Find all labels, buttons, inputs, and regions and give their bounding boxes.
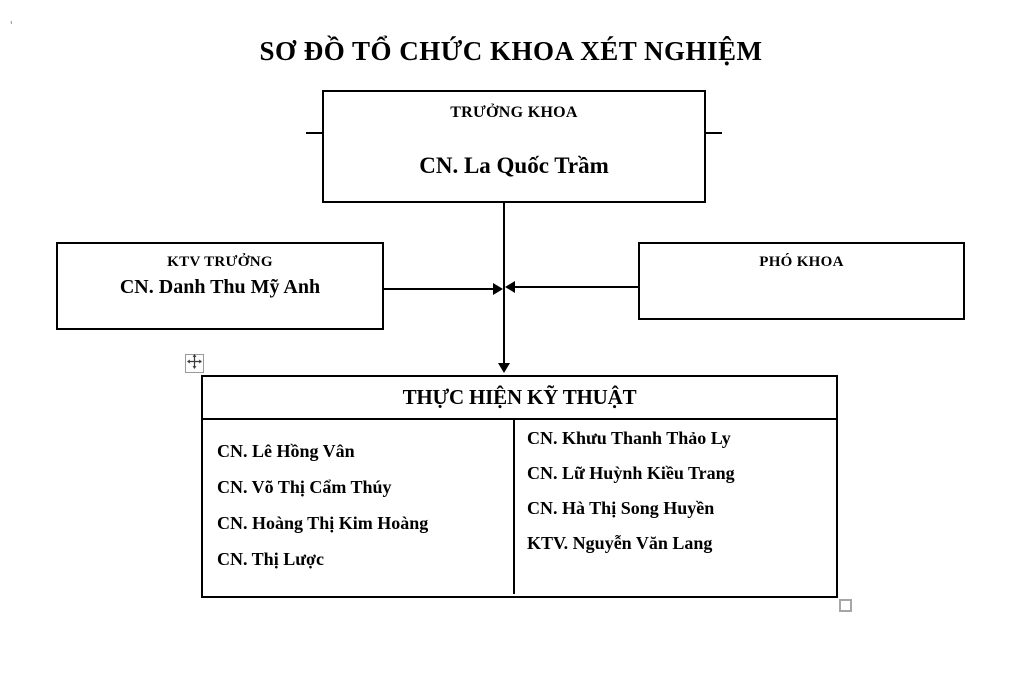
box-pho-khoa: PHÓ KHOA: [638, 242, 965, 320]
member-name: CN. Võ Thị Cẩm Thúy: [217, 477, 392, 497]
connector-right-line: [514, 286, 638, 288]
member-name: CN. Lữ Huỳnh Kiều Trang: [527, 463, 735, 483]
table-move-handle[interactable]: [185, 353, 204, 374]
member-name: KTV. Nguyễn Văn Lang: [527, 533, 713, 553]
member-name: CN. Khưu Thanh Thảo Ly: [527, 428, 731, 448]
tech-table-header: THỰC HIỆN KỸ THUẬT: [203, 377, 836, 420]
move-cross-icon: [187, 353, 202, 374]
arrowhead-down-icon: [498, 363, 510, 373]
table-thuc-hien-ky-thuat: THỰC HIỆN KỸ THUẬT CN. Lê Hồng Vân CN. V…: [201, 375, 838, 598]
connector-vertical-line: [503, 203, 505, 364]
pho-khoa-role-label: PHÓ KHOA: [759, 254, 844, 270]
box-truong-khoa: TRƯỞNG KHOA CN. La Quốc Trầm: [322, 90, 706, 203]
member-name: CN. Lê Hồng Vân: [217, 441, 355, 461]
member-name: CN. Hà Thị Song Huyền: [527, 498, 715, 518]
table-resize-handle[interactable]: [839, 599, 852, 612]
ktv-truong-name: CN. Danh Thu Mỹ Anh: [119, 276, 321, 298]
tech-table-right-column: CN. Khưu Thanh Thảo Ly CN. Lữ Huỳnh Kiều…: [515, 420, 836, 594]
truong-khoa-role-label: TRƯỞNG KHOA: [450, 103, 578, 121]
connector-left-line: [384, 288, 494, 290]
truong-khoa-name: CN. La Quốc Trầm: [419, 153, 609, 178]
tech-table-left-column: CN. Lê Hồng Vân CN. Võ Thị Cẩm Thúy CN. …: [203, 420, 515, 594]
stray-cursor-mark: ': [8, 19, 15, 32]
member-name: CN. Thị Lược: [217, 549, 324, 569]
arrowhead-right-icon: [493, 283, 503, 295]
member-name: CN. Hoàng Thị Kim Hoàng: [217, 513, 429, 533]
box-ktv-truong: KTV TRƯỞNG CN. Danh Thu Mỹ Anh: [56, 242, 384, 330]
chart-title: SƠ ĐỒ TỔ CHỨC KHOA XÉT NGHIỆM: [259, 36, 763, 66]
arrowhead-left-icon: [505, 281, 515, 293]
tech-table-body: CN. Lê Hồng Vân CN. Võ Thị Cẩm Thúy CN. …: [203, 420, 836, 594]
ktv-truong-role-label: KTV TRƯỞNG: [167, 254, 273, 270]
